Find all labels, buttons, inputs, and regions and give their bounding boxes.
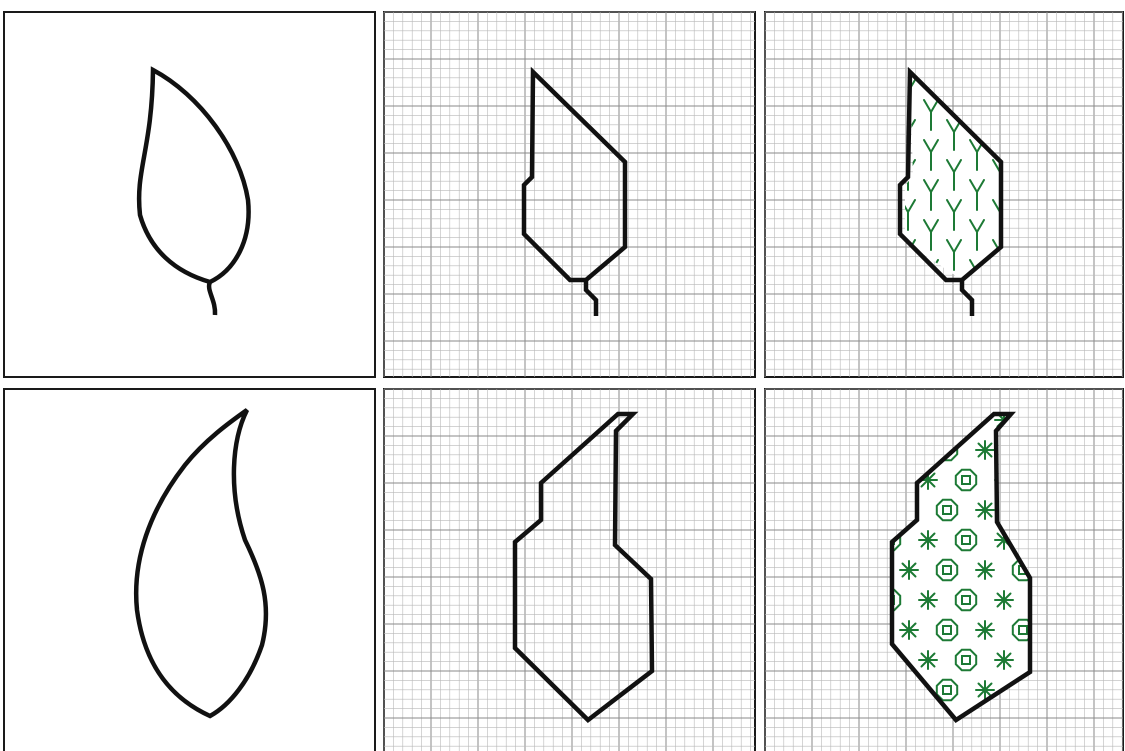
- asterisk-motif: [976, 441, 994, 459]
- panel-paisley-freehand: [4, 389, 375, 751]
- asterisk-motif: [976, 561, 994, 579]
- asterisk-motif: [976, 501, 994, 519]
- panel-leaf-grid-outline: [384, 12, 755, 377]
- row-leaf: [4, 12, 1123, 377]
- panel-paisley-grid-outline: [384, 389, 755, 751]
- asterisk-motif: [900, 561, 918, 579]
- panel-paisley-grid-pattern: [765, 389, 1123, 751]
- row-paisley: [4, 389, 1123, 751]
- panel-leaf-freehand: [4, 12, 375, 377]
- asterisk-motif: [995, 591, 1013, 609]
- panel-leaf-grid-pattern: [765, 12, 1123, 377]
- asterisk-motif: [919, 531, 937, 549]
- asterisk-motif: [919, 651, 937, 669]
- asterisk-motif: [995, 651, 1013, 669]
- asterisk-motif: [919, 591, 937, 609]
- asterisk-motif: [976, 621, 994, 639]
- asterisk-motif: [900, 621, 918, 639]
